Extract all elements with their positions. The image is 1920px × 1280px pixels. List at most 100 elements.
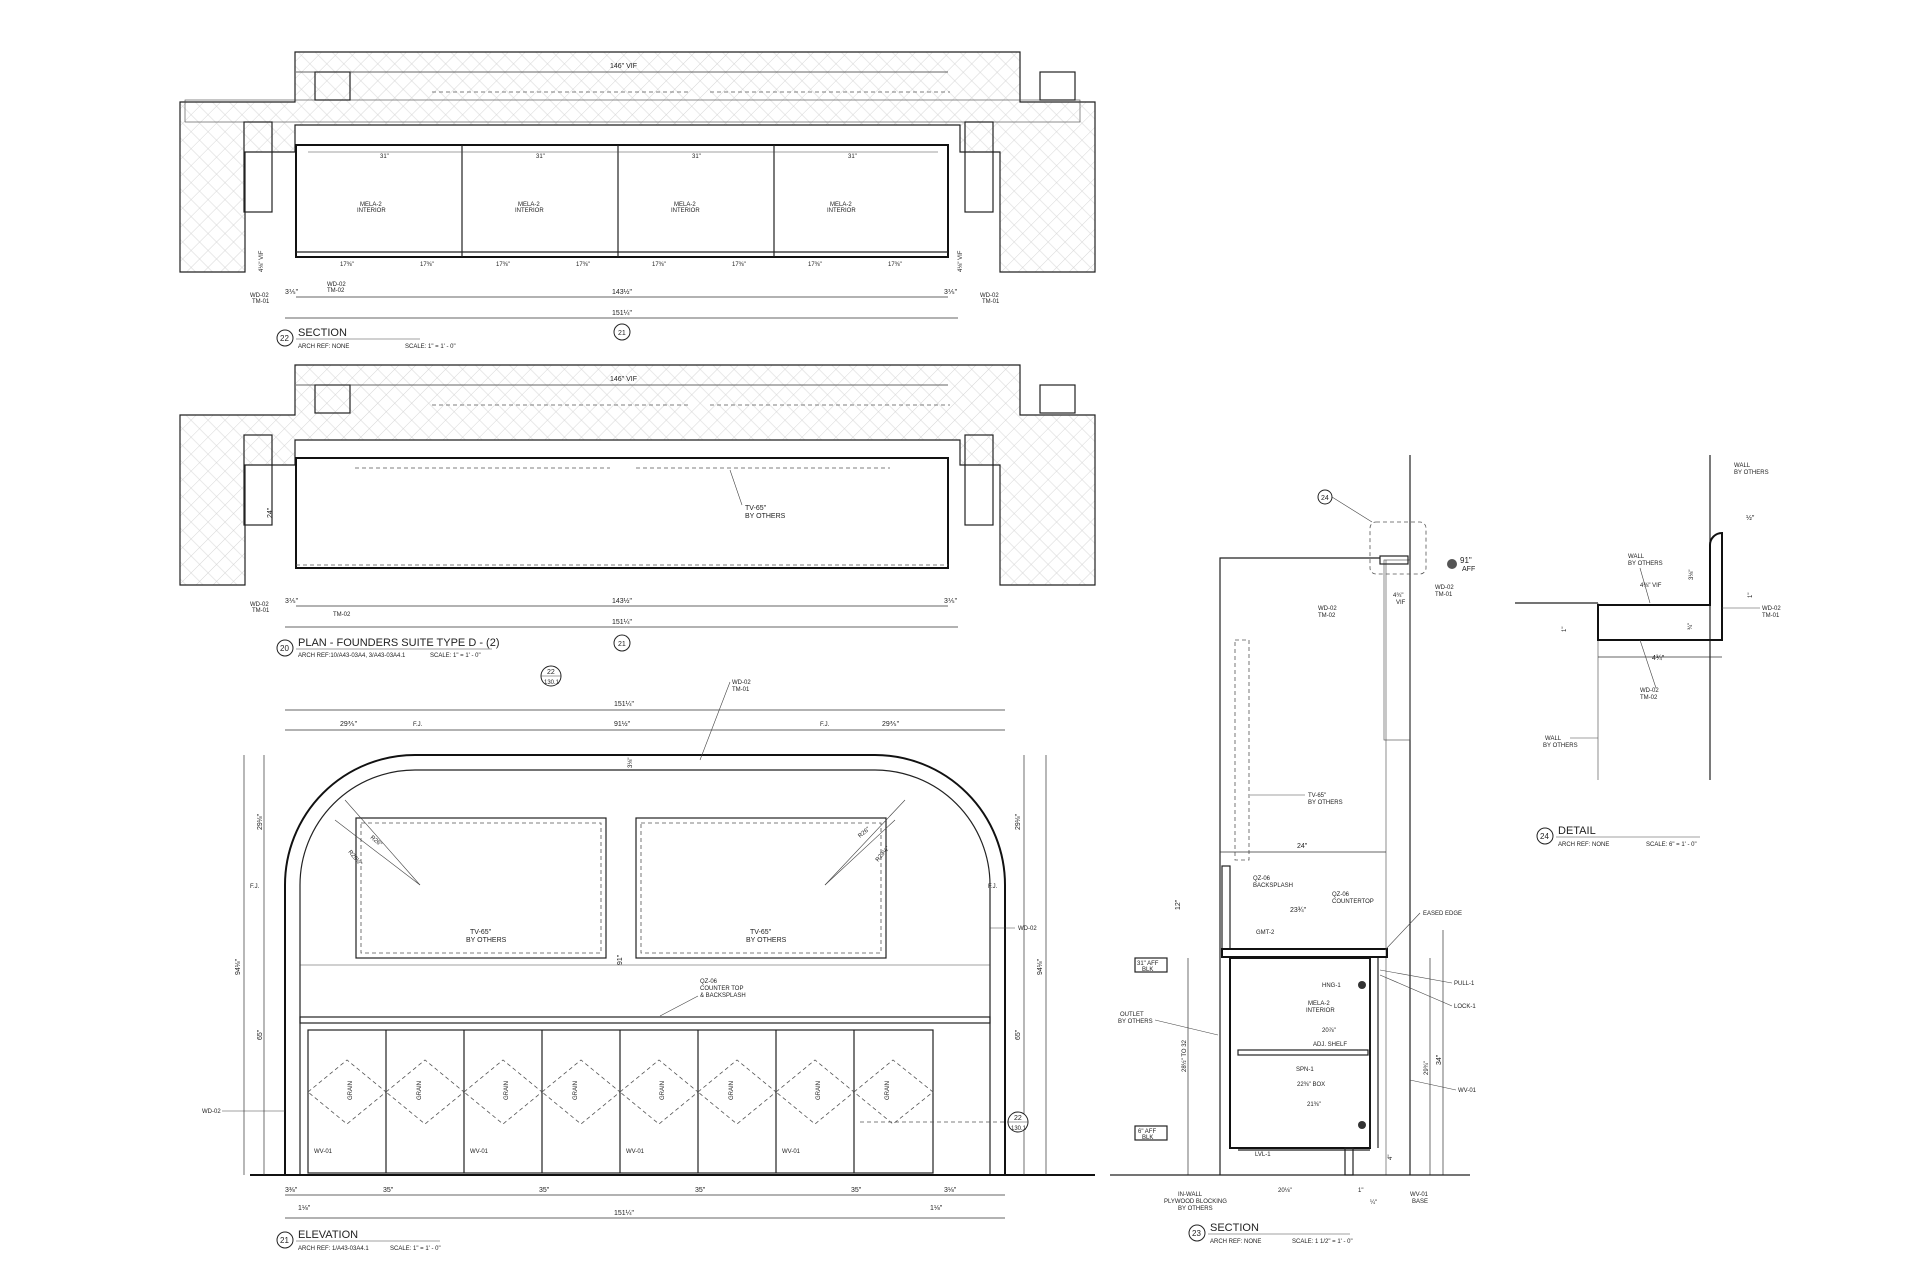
dim-lower-left: 65" — [257, 1029, 264, 1040]
section-sheet-22: 130.1 — [544, 680, 560, 686]
door-dim-8: 17⅜" — [888, 262, 902, 268]
dim-top-gap: 3⅛" — [628, 758, 634, 768]
qz-back-2: BACKSPLASH — [1253, 883, 1293, 889]
dim-1b-24: 1" — [1562, 627, 1568, 632]
grain-5: GRAIN — [660, 1081, 666, 1100]
dim-34: 34" — [1436, 1054, 1443, 1065]
tag-wd02-left: WD-02 — [1318, 606, 1337, 612]
dim-depth-left: 4⅛" VIF — [259, 250, 265, 272]
dim-middle: 91½" — [614, 720, 631, 728]
interior-label-3: INTERIOR — [671, 208, 700, 214]
tag-tm01-top: TM-01 — [1435, 592, 1453, 598]
wv-label-2: WV-01 — [470, 1149, 489, 1155]
counter-line-2: COUNTER TOP — [700, 986, 743, 992]
dim-2934: 29¾" — [1424, 1061, 1430, 1075]
fj-side-left: F.J. — [250, 884, 260, 890]
dim-2138: 21⅜" — [1307, 1102, 1321, 1108]
shelf-label: MELA-2 — [360, 202, 382, 208]
dim-depth-right: 4⅛" VIF — [958, 250, 964, 272]
grain-8: GRAIN — [885, 1081, 891, 1100]
dim-4: 4" — [1388, 1155, 1394, 1160]
dim-overall-vif-20: 146" VIF — [610, 376, 637, 383]
view-title-21: ELEVATION — [298, 1229, 358, 1241]
dim-door-3: 35" — [695, 1187, 706, 1194]
interior-label-2: INTERIOR — [515, 208, 544, 214]
dim-total-bottom: 151¼" — [614, 1210, 635, 1217]
counter-line-3: & BACKSPLASH — [700, 993, 746, 999]
grain-4: GRAIN — [573, 1081, 579, 1100]
door-dim-4: 17⅜" — [576, 262, 590, 268]
dim-318: 3⅛" — [1689, 570, 1695, 580]
dim-20a: 20⅞" — [1322, 1028, 1336, 1034]
tv-by-right: BY OTHERS — [746, 937, 787, 944]
dim-half: ½" — [1746, 514, 1755, 522]
shelf-label-3: MELA-2 — [674, 202, 696, 208]
tv-by-left: BY OTHERS — [466, 937, 507, 944]
spn-label: SPN-1 — [1296, 1067, 1314, 1073]
tag-wd02-top: WD-02 — [1435, 585, 1454, 591]
radius-a: R26" — [369, 835, 383, 848]
tag-wd-left: WD-02 — [250, 293, 269, 299]
grain-2: GRAIN — [417, 1081, 423, 1100]
tag-wd-left-21: WD-02 — [202, 1109, 221, 1115]
tv-right — [635, 817, 887, 959]
wall-top-2: BY OTHERS — [1734, 470, 1769, 476]
tag-tm01-24: TM-01 — [1762, 613, 1780, 619]
blk-label: BLK — [1142, 967, 1153, 973]
interior-label-4: INTERIOR — [827, 208, 856, 214]
lvl-label: LVL-1 — [1255, 1152, 1271, 1158]
view-20-plan: TV-65" BY OTHERS 146" VIF 143½" 151¼" 24… — [179, 364, 1096, 659]
view-title-24: DETAIL — [1558, 825, 1596, 837]
bay-dim-1: 31" — [380, 154, 389, 160]
dim-20b: 20⅛" — [1278, 1188, 1292, 1194]
aff6-label: 6" AFF — [1138, 1129, 1156, 1135]
blk-label-2: BLK — [1142, 1135, 1153, 1141]
section-bubble-22: 22 — [547, 669, 555, 676]
cabinet-section — [1229, 957, 1371, 1149]
dim-upper-left: 29⅛" — [257, 813, 264, 830]
tag-tm-top-21: TM-01 — [732, 687, 750, 693]
dim-end-right: 3⅕" — [944, 289, 958, 296]
tv-label-plan: TV-65" — [745, 505, 767, 512]
door-dim-7: 17⅜" — [808, 262, 822, 268]
section-sheet-22b: 130.1 — [1011, 1126, 1027, 1132]
arch-ref-24: ARCH REF: NONE — [1558, 842, 1609, 848]
fj-right: F.J. — [820, 722, 830, 728]
view-title-23: SECTION — [1210, 1222, 1259, 1234]
dim-door-2: 35" — [539, 1187, 550, 1194]
ref-bubble-21-plan: 21 — [618, 641, 626, 648]
bay-dim-4: 31" — [848, 154, 857, 160]
dim-end-left: 3⅕" — [285, 289, 299, 296]
tag-tm-20: TM-01 — [252, 608, 270, 614]
view-title-20: PLAN - FOUNDERS SUITE TYPE D - (2) — [298, 637, 500, 649]
dim-box: 22⅜" BOX — [1297, 1082, 1325, 1088]
dim-24: 24" — [1297, 843, 1308, 850]
arch-ref-20: ARCH REF:10/A43-03A4, 3/A43-03A4.1 — [298, 653, 406, 659]
detail-bubble-24: 24 — [1321, 495, 1329, 502]
mela-2: INTERIOR — [1306, 1008, 1335, 1014]
wall-top-1: WALL — [1734, 463, 1751, 469]
tag-tm-left2: TM-02 — [327, 288, 345, 294]
wv01-label: WV-01 — [1458, 1088, 1477, 1094]
cabinet-plan — [295, 144, 949, 258]
qz-back-1: QZ-06 — [1253, 876, 1271, 882]
radius-d: R29½" — [874, 845, 891, 863]
view-number-21: 21 — [280, 1236, 289, 1245]
door-dim-5: 17⅜" — [652, 262, 666, 268]
view-23-section: 24 91" AFF WD-02 TM-01 WD-02 TM-02 4¾" V… — [1110, 455, 1477, 1245]
dim-34-24: ¾" — [1688, 623, 1694, 630]
view-number-20: 20 — [280, 644, 289, 653]
dim-2334: 23¾" — [1290, 907, 1307, 914]
gmt-label: GMT-2 — [1256, 930, 1275, 936]
tv-label-left: TV-65" — [470, 929, 492, 936]
view-number-22: 22 — [280, 334, 289, 343]
cabinet-plan-2 — [295, 457, 949, 569]
aff-label: AFF — [1462, 566, 1475, 573]
scale-21: SCALE: 1" = 1' - 0" — [390, 1246, 441, 1252]
dim-vif: VIF — [1396, 600, 1406, 606]
dim-inner: 143½" — [612, 288, 633, 296]
tv-left — [355, 817, 607, 959]
arch-frame — [284, 754, 1006, 1175]
dim-end-r: 3⅛" — [944, 1187, 957, 1194]
